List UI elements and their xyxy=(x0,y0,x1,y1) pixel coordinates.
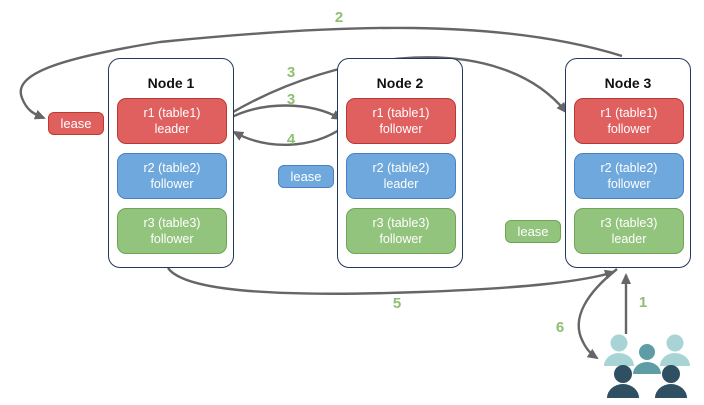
replica-name: r1 (table1) xyxy=(600,105,658,120)
node-2: Node 2 r1 (table1) follower r2 (table2) … xyxy=(337,58,463,268)
step-label-6: 6 xyxy=(555,319,565,336)
arrow-step3-long-path xyxy=(227,56,568,117)
person-back-left xyxy=(604,334,634,366)
person-front-right xyxy=(655,365,687,398)
replica-role: leader xyxy=(383,177,419,191)
replica-role: follower xyxy=(607,122,651,136)
node-1-replica-r3: r3 (table3) follower xyxy=(117,208,227,254)
node-1-replica-r2: r2 (table2) follower xyxy=(117,153,227,199)
node-2-replica-r1: r1 (table1) follower xyxy=(346,98,456,144)
replica-name: r1 (table1) xyxy=(372,105,430,120)
step-label-2: 2 xyxy=(334,9,344,26)
arrow-step3-short-path xyxy=(227,104,343,121)
replica-name: r2 (table2) xyxy=(372,160,430,175)
replica-role: leader xyxy=(154,122,190,136)
step-label-4: 4 xyxy=(286,131,296,148)
arrow-step4-path xyxy=(232,125,346,146)
arrow-step6-path xyxy=(577,268,618,360)
lease-tag-table1: lease xyxy=(48,112,104,135)
person-back-right xyxy=(660,334,690,366)
step-label-3-short: 3 xyxy=(286,91,296,108)
replica-role: leader xyxy=(611,232,647,246)
replica-role: follower xyxy=(379,232,423,246)
node-3-replica-r3: r3 (table3) leader xyxy=(574,208,684,254)
node-2-replica-r3: r3 (table3) follower xyxy=(346,208,456,254)
node-3-replica-r2: r2 (table2) follower xyxy=(574,153,684,199)
lease-tag-table3: lease xyxy=(505,220,561,243)
replica-name: r3 (table3) xyxy=(372,215,430,230)
replica-name: r2 (table2) xyxy=(600,160,658,175)
lease-tag-table2: lease xyxy=(278,165,334,188)
step-label-5: 5 xyxy=(392,295,402,312)
replica-name: r2 (table2) xyxy=(143,160,201,175)
person-center xyxy=(633,344,661,374)
node-1-replica-r1: r1 (table1) leader xyxy=(117,98,227,144)
arrow-step2-path xyxy=(19,26,623,120)
node-3-title: Node 3 xyxy=(604,75,652,91)
node-1-title: Node 1 xyxy=(147,75,195,91)
replica-name: r3 (table3) xyxy=(600,215,658,230)
replica-role: follower xyxy=(379,122,423,136)
replica-role: follower xyxy=(150,177,194,191)
node-2-title: Node 2 xyxy=(376,75,424,91)
replica-name: r3 (table3) xyxy=(143,215,201,230)
node-1: Node 1 r1 (table1) leader r2 (table2) fo… xyxy=(108,58,234,268)
node-3: Node 3 r1 (table1) follower r2 (table2) … xyxy=(565,58,691,268)
step-label-3-long: 3 xyxy=(286,64,296,81)
replica-role: follower xyxy=(150,232,194,246)
replica-role: follower xyxy=(607,177,651,191)
arrow-step5-path xyxy=(167,267,616,295)
replica-name: r1 (table1) xyxy=(143,105,201,120)
users-icon xyxy=(604,334,690,398)
node-2-replica-r2: r2 (table2) leader xyxy=(346,153,456,199)
node-3-replica-r1: r1 (table1) follower xyxy=(574,98,684,144)
step-label-1: 1 xyxy=(638,294,648,311)
person-front-left xyxy=(607,365,639,398)
